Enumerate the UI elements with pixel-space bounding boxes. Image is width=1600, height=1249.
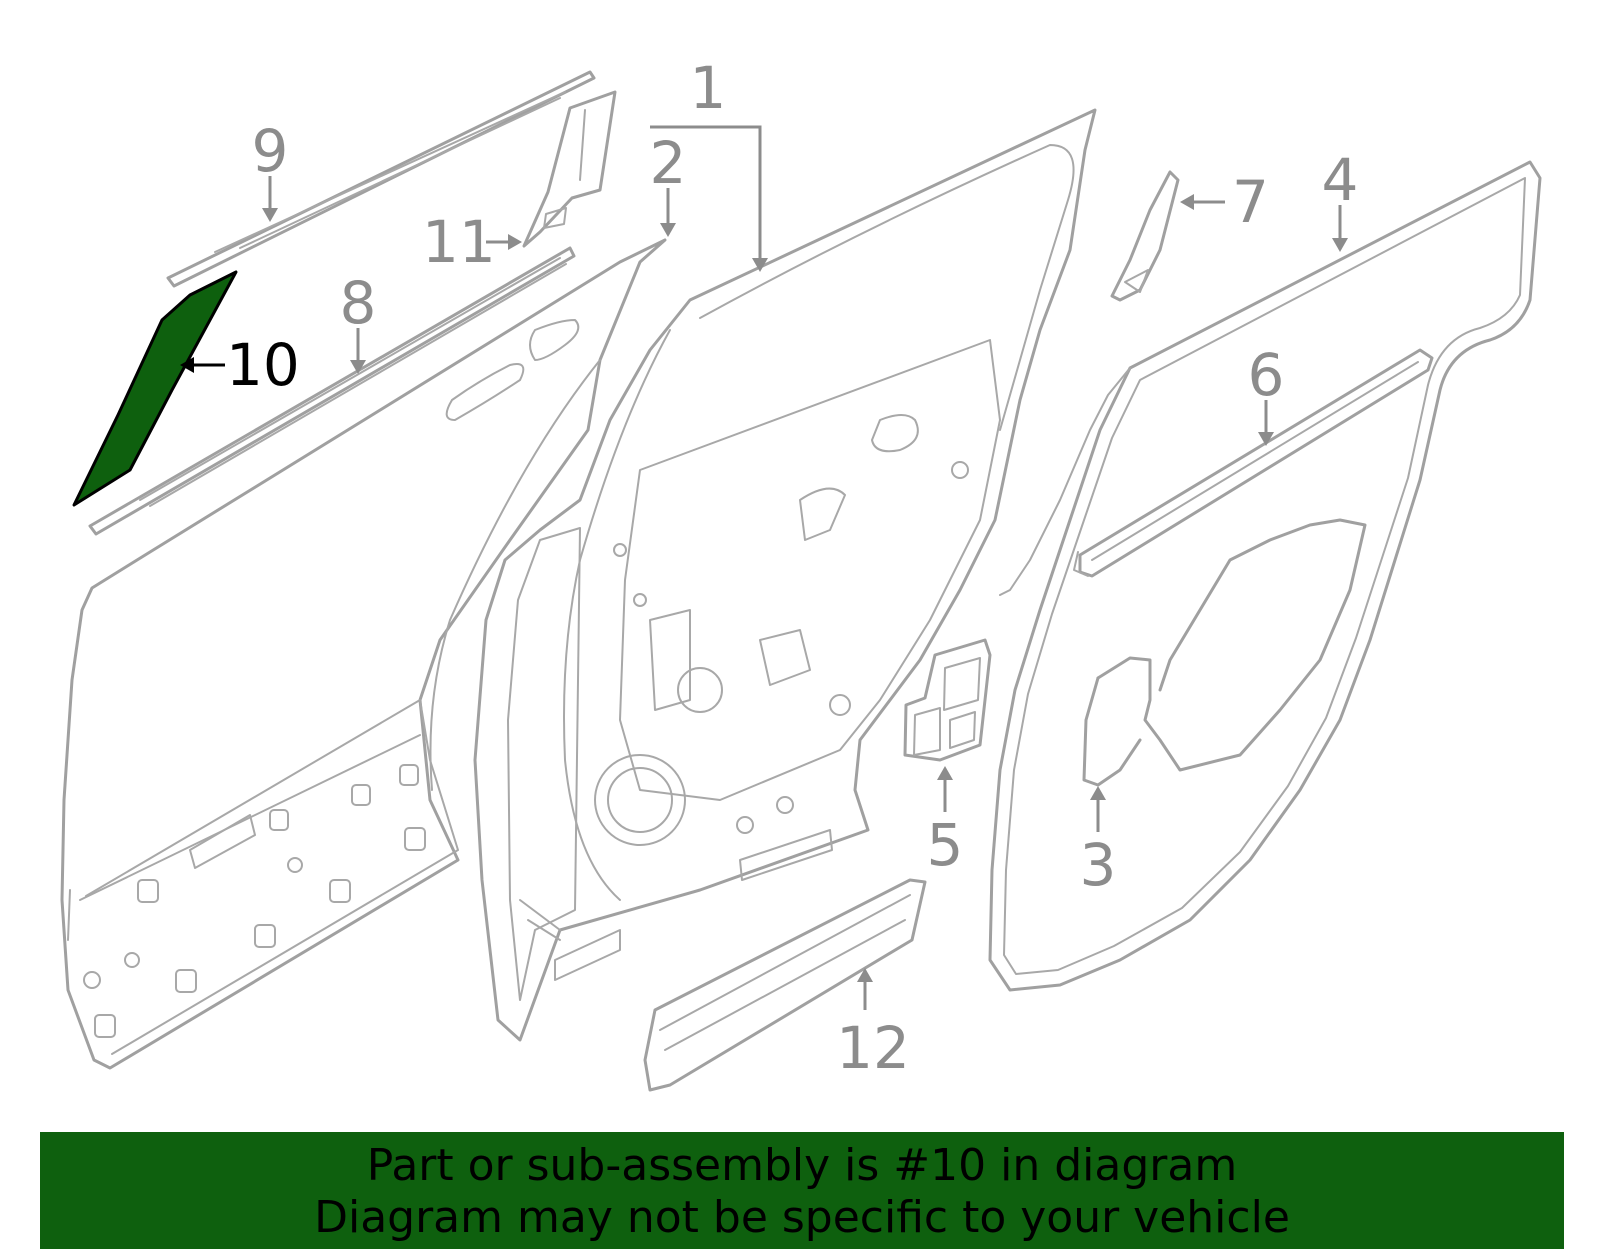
part-11-frame-bracket: [522, 90, 617, 248]
callout-2-label: 2: [650, 129, 687, 197]
callout-9-label: 9: [252, 117, 289, 185]
outer-door-panel: [60, 238, 667, 1070]
part-6-belt-strip: [1073, 348, 1434, 578]
callout-1-group: 1: [650, 54, 768, 272]
part-5-lock-module: [903, 638, 992, 762]
callout-2-group: 2: [650, 129, 687, 237]
part-12-lower-molding: [643, 878, 927, 1092]
callout-4-label: 4: [1322, 146, 1359, 214]
callout-12-label: 12: [836, 1014, 910, 1082]
callout-10-label: 10: [226, 331, 300, 399]
banner-line-1: Part or sub-assembly is #10 in diagram: [366, 1140, 1238, 1191]
callout-10-group: 10: [180, 331, 300, 399]
part-9-outer-belt-molding: [166, 70, 596, 288]
part-1-door-shell: [473, 108, 1097, 1042]
callout-5-group: 5: [927, 766, 964, 879]
part-7-corner-garnish: [1110, 170, 1180, 302]
part-8-belt-weatherstrip: [88, 246, 576, 536]
callout-1-label: 1: [690, 54, 727, 122]
callout-6-group: 6: [1248, 341, 1285, 446]
callout-5-label: 5: [927, 811, 964, 879]
part-4-door-weatherstrip: [988, 160, 1542, 992]
part-10-highlight: [72, 270, 238, 507]
part-3-water-shield: [1082, 518, 1367, 787]
callout-7-group: 7: [1180, 168, 1269, 236]
info-banner: Part or sub-assembly is #10 in diagram D…: [40, 1132, 1564, 1249]
banner-line-2: Diagram may not be specific to your vehi…: [314, 1192, 1290, 1243]
callout-9-group: 9: [252, 117, 289, 222]
callout-3-group: 3: [1080, 786, 1117, 899]
callout-8-label: 8: [340, 269, 377, 337]
callout-4-group: 4: [1322, 146, 1359, 252]
callout-8-group: 8: [340, 269, 377, 374]
callout-11-label: 11: [422, 208, 496, 276]
callout-3-label: 3: [1080, 831, 1117, 899]
callout-11-group: 11: [422, 208, 522, 276]
callout-6-label: 6: [1248, 341, 1285, 409]
callout-7-label: 7: [1232, 168, 1269, 236]
callout-12-group: 12: [836, 968, 910, 1082]
